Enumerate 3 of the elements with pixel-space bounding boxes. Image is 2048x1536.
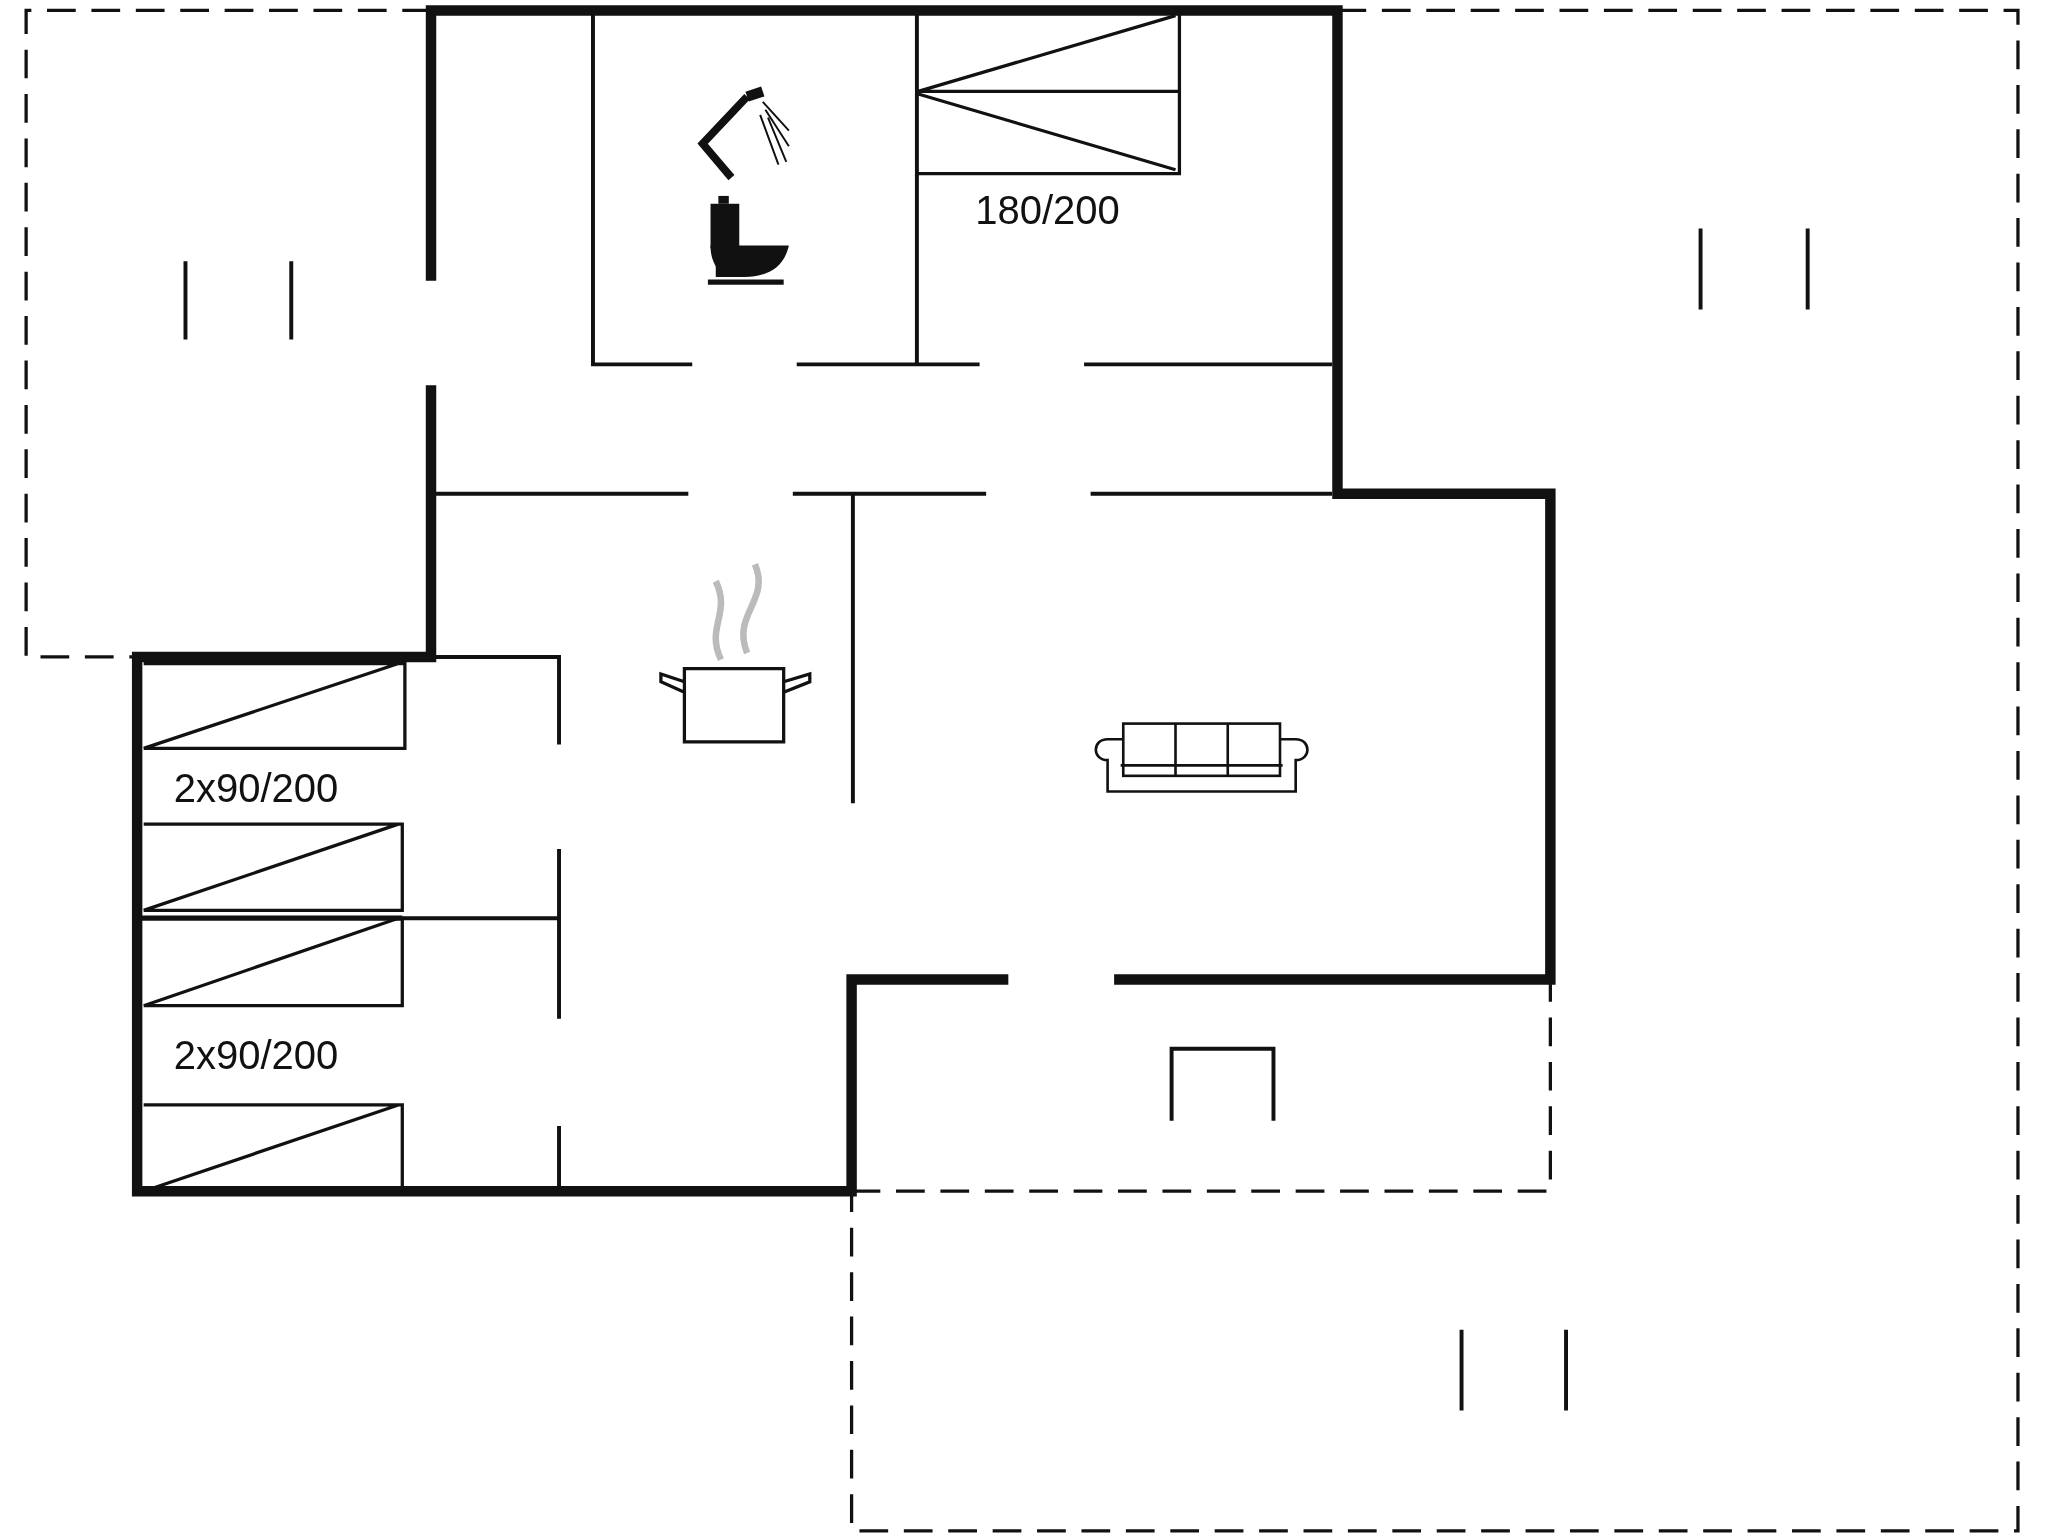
bed-size-label: 180/200 xyxy=(975,190,1120,231)
bed-size-label: 2x90/200 xyxy=(173,767,339,808)
bed-size-label: 2x90/200 xyxy=(173,1035,339,1076)
